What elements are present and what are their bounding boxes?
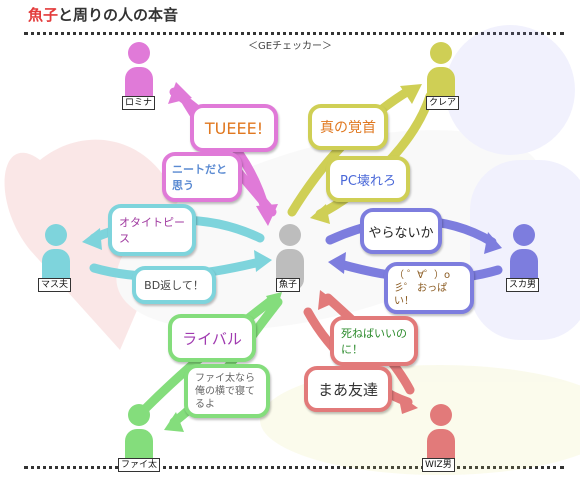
arrowhead (318, 290, 336, 310)
name-label-wizo: WIZ男 (422, 458, 455, 472)
subtitle: ＜GEチェッカー＞ (247, 41, 333, 52)
name-label-center: 魚子 (276, 278, 301, 292)
bubble-shine: 死ねばいいのに！ (330, 316, 418, 366)
bottom-divider (24, 466, 564, 469)
bubble-text: ファイ太なら俺の横で寝てるよ (195, 372, 255, 410)
bubble-tueee: TUEEE! (190, 104, 278, 152)
bubble-text: やらないか (368, 225, 434, 241)
bubble-neet: ニートだと思う (162, 152, 242, 202)
title-rest: と周りの人の本音 (58, 6, 179, 24)
arrowhead (310, 204, 330, 224)
arrowhead (328, 252, 346, 274)
name-label-romina: ロミナ (122, 96, 156, 110)
page-title: 魚子と周りの人の本音 (28, 4, 178, 25)
bubble-rival: ライバル (168, 314, 256, 362)
arrowhead (398, 394, 418, 414)
name-label-sukao: スカ男 (506, 278, 540, 292)
bubble-text: BD返して！ (144, 279, 204, 292)
bubble-maa: まあ友達 (304, 366, 392, 412)
bubble-bd: BD返して！ (132, 266, 216, 304)
bubble-shinkaku: 真の覚首 (308, 104, 388, 150)
bubble-text: 死ねばいいのに！ (341, 327, 407, 356)
arrowhead (254, 250, 272, 272)
bubble-oppai: （ ゜∀゜）o彡゜ おっぱい！ (384, 262, 474, 314)
arrowhead (400, 84, 422, 104)
name-label-clair: クレア (426, 96, 460, 110)
name-label-masuo: マス夫 (38, 278, 72, 292)
bubble-text: （ ゜∀゜）o彡゜ おっぱい！ (394, 269, 451, 307)
arrowhead (168, 82, 192, 104)
top-divider (24, 32, 564, 35)
arrowhead (484, 232, 502, 254)
arrowhead (82, 228, 102, 250)
title-highlight: 魚子 (28, 6, 59, 24)
bubble-text: PC壊れろ (340, 173, 396, 189)
arrow-heads (82, 82, 502, 432)
bubble-yaranai: やらないか (360, 208, 442, 254)
bubble-text: オタイトピース (119, 216, 185, 245)
bubble-text: 真の覚首 (320, 120, 376, 136)
bubble-pc: PC壊れろ (326, 156, 410, 202)
arrowhead (256, 204, 278, 226)
arrowhead (164, 412, 184, 432)
name-label-faita: ファイ太 (118, 458, 161, 472)
bubble-text: まあ友達 (317, 380, 378, 399)
bubble-text: ニートだと思う (172, 163, 227, 192)
bubble-text: TUEEE! (204, 118, 264, 138)
bubble-faita-says: ファイ太なら俺の横で寝てるよ (184, 364, 270, 418)
bubble-text: ライバル (182, 329, 242, 348)
bubble-otaku: オタイトピース (108, 204, 196, 256)
arrowhead (266, 292, 282, 312)
